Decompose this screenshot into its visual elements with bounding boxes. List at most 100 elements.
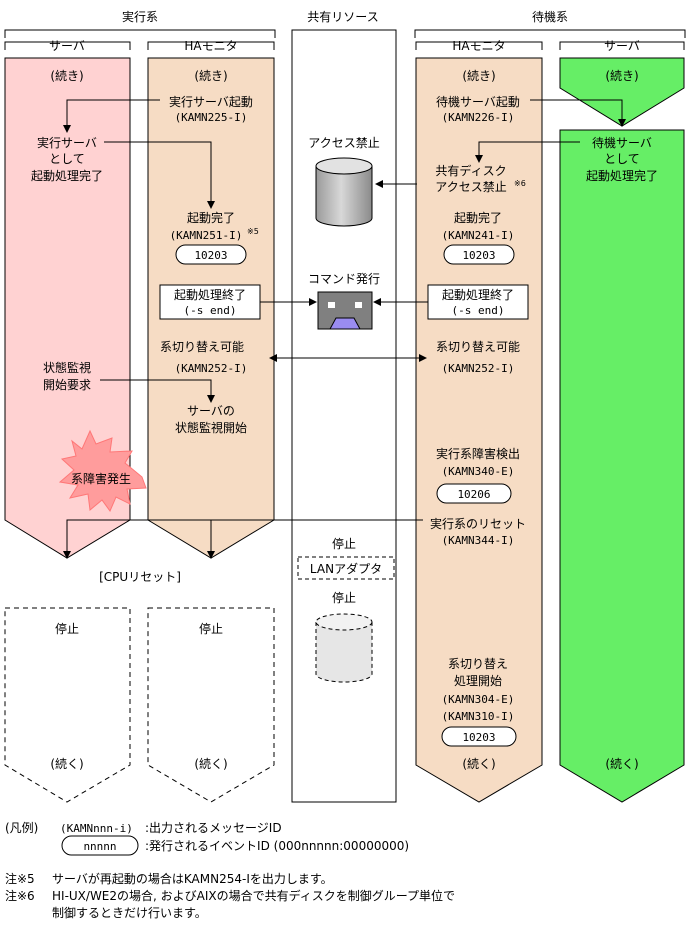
svg-text:LANアダプタ: LANアダプタ (310, 561, 382, 576)
stopped-active-ha: 停止 (199, 621, 223, 636)
active-ha-switchable-id: (KAMN252-I) (175, 362, 248, 375)
event-id-badge: 10203 (441, 726, 517, 747)
active-ha-done-id: (KAMN251-I) (170, 229, 243, 242)
standby-ha-start: 待機サーバ起動 (436, 94, 520, 109)
event-id-badge: 10206 (436, 483, 512, 504)
svg-text:状態監視: 状態監視 (43, 360, 91, 375)
svg-text:系切り替え: 系切り替え (448, 657, 508, 671)
active-ha-switchable: 系切り替え可能 (160, 340, 244, 354)
svg-text:(-s end): (-s end) (452, 304, 505, 317)
note-5-mark: 注※5 (5, 871, 35, 886)
svg-text:10203: 10203 (462, 249, 495, 262)
continued-standby-ha: (続き) (462, 69, 495, 83)
note-6-text: HI-UX/WE2の場合, およびAIXの場合で共有ディスクを制御グループ単位で (52, 888, 455, 903)
svg-text:として: として (49, 152, 85, 166)
standby-ha-disk-deny: 共有ディスク アクセス禁止 ※6 (435, 163, 526, 194)
svg-text:起動処理終了: 起動処理終了 (174, 287, 246, 302)
header-active-group: 実行系 (4, 8, 276, 38)
shared-stop-1: 停止 (332, 536, 356, 551)
active-server-monitor-request: 状態監視 開始要求 (43, 360, 91, 392)
failure-label: 系障害発生 (71, 471, 131, 486)
standby-ha-done: 起動完了 (454, 210, 502, 225)
standby-ha-switchable: 系切り替え可能 (436, 340, 520, 354)
shared-command: コマンド発行 (308, 272, 380, 286)
header-active: 実行系 (122, 9, 158, 24)
header-standby: 待機系 (532, 9, 568, 24)
active-ha-done: 起動完了 (187, 210, 235, 225)
note-5-text: サーバが再起動の場合はKAMN254-Iを出力します。 (52, 871, 333, 886)
svg-text:開始要求: 開始要求 (43, 378, 91, 392)
svg-text:状態監視開始: 状態監視開始 (175, 420, 247, 435)
event-id-badge: 10203 (443, 244, 515, 265)
shared-stop-2: 停止 (332, 590, 356, 605)
active-ha-start: 実行サーバ起動 (169, 94, 253, 109)
header-standby-group: 待機系 (414, 9, 686, 38)
lane-standby-ha (415, 57, 543, 803)
event-id-badge: 10203 (175, 244, 247, 265)
legend-event-desc: :発行されるイベントID (000nnnnn:00000000) (145, 839, 409, 853)
cpu-reset-label: [CPUリセット] (99, 570, 181, 584)
lan-adapter-box: LANアダプタ (297, 556, 395, 580)
svg-text:起動処理完了: 起動処理完了 (31, 168, 103, 183)
flow-arrows (63, 99, 626, 559)
note-6-text-cont: 制御するときだけ行います。 (52, 905, 207, 920)
svg-text:(KAMN310-I): (KAMN310-I) (442, 710, 515, 723)
standby-ha-done-id: (KAMN241-I) (442, 229, 515, 242)
standby-ha-reset-id: (KAMN344-I) (442, 534, 515, 547)
svg-text:処理開始: 処理開始 (454, 674, 502, 688)
failure-burst: 系障害発生 (58, 429, 147, 513)
continues-standby-server: (続く) (605, 757, 638, 771)
standby-ha-switch-start: 系切り替え 処理開始 (KAMN304-E) (KAMN310-I) (442, 657, 515, 723)
standby-ha-detect: 実行系障害検出 (436, 446, 520, 461)
shared-access-deny: アクセス禁止 (308, 136, 379, 150)
svg-text:アクセス禁止: アクセス禁止 (435, 180, 506, 194)
svg-text:サーバ: サーバ (604, 39, 640, 53)
legend-msg-sample: (KAMNnnn-i) (60, 822, 133, 835)
subheader-active-server: サーバ (4, 39, 131, 53)
subheader-standby-server: サーバ (559, 39, 685, 53)
subheader-active-ha: HAモニタ (147, 39, 275, 53)
svg-text:HAモニタ: HAモニタ (452, 39, 505, 53)
disk-icon-stopped (315, 613, 373, 683)
svg-text:10206: 10206 (457, 488, 490, 501)
svg-text:サーバの: サーバの (187, 404, 235, 418)
stopped-active-server: 停止 (55, 621, 79, 636)
standby-server-ready: 待機サーバ として 起動処理完了 (586, 135, 658, 183)
svg-text:として: として (604, 152, 640, 166)
legend-title: (凡例) (5, 821, 38, 835)
command-terminal-icon (317, 291, 373, 330)
continues-standby-ha: (続く) (462, 757, 495, 771)
svg-text:共有ディスク: 共有ディスク (435, 163, 506, 178)
standby-ha-reset: 実行系のリセット (430, 516, 526, 531)
legend-msg-desc: :出力されるメッセージID (145, 821, 282, 835)
active-ha-monitor-start: サーバの 状態監視開始 (175, 404, 247, 435)
note-mark-6: ※6 (514, 179, 526, 188)
svg-text:起動処理終了: 起動処理終了 (442, 287, 514, 302)
note-mark-5: ※5 (247, 227, 259, 236)
standby-ha-end-box: 起動処理終了 (-s end) (427, 284, 529, 320)
svg-text:サーバ: サーバ (49, 39, 85, 53)
active-ha-end-box: 起動処理終了 (-s end) (159, 284, 261, 320)
note-6-mark: 注※6 (5, 888, 35, 903)
lane-active-server-stopped (4, 607, 131, 803)
continues-active-server: (続く) (50, 757, 83, 771)
lane-standby-server (559, 129, 685, 803)
svg-text:10203: 10203 (462, 731, 495, 744)
lane-active-server (4, 57, 131, 559)
lane-active-ha-stopped (147, 607, 275, 803)
svg-text:実行サーバ: 実行サーバ (37, 135, 97, 150)
svg-text:HAモニタ: HAモニタ (184, 39, 237, 53)
disk-icon (315, 157, 373, 227)
svg-text:(KAMN304-E): (KAMN304-E) (442, 693, 515, 706)
continues-active-ha: (続く) (194, 757, 227, 771)
svg-text:(-s end): (-s end) (184, 304, 237, 317)
svg-text:待機サーバ: 待機サーバ (592, 135, 652, 150)
legend: (凡例) (KAMNnnn-i) :出力されるメッセージID nnnnn :発行… (5, 821, 409, 856)
legend-event-sample: nnnnn (83, 840, 116, 853)
standby-ha-start-id: (KAMN226-I) (442, 111, 515, 124)
continued-active-ha: (続き) (194, 69, 227, 83)
continued-active-server: (続き) (50, 69, 83, 83)
subheader-standby-ha: HAモニタ (415, 39, 543, 53)
header-shared: 共有リソース (307, 10, 378, 24)
